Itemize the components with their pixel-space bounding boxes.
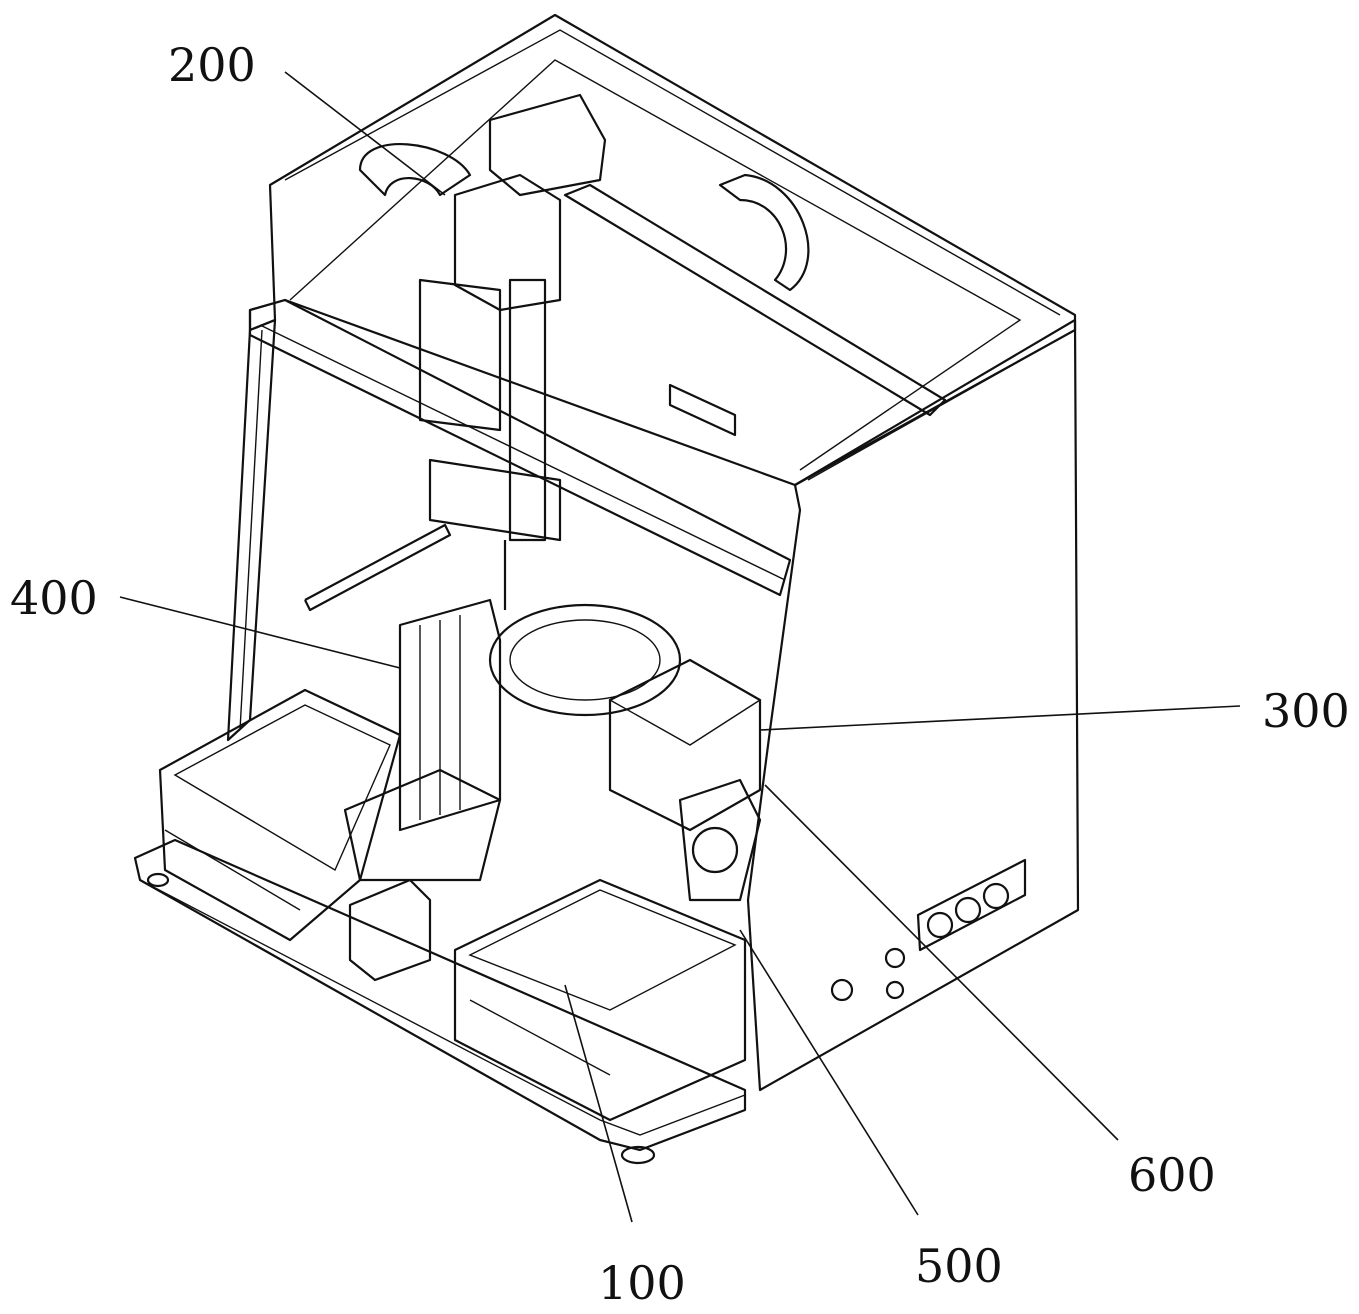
gantry-beam [250, 300, 790, 595]
base-plate-edge [140, 880, 745, 1135]
label-100: 100 [598, 1260, 686, 1306]
module-600-pump [680, 780, 760, 900]
left-upright-edge [240, 330, 262, 730]
left-drawer [160, 690, 400, 940]
top-frame-edge [285, 30, 1060, 315]
top-frame [250, 15, 1075, 485]
label-200: 200 [168, 42, 256, 88]
leader-500 [740, 930, 918, 1215]
label-500: 500 [915, 1243, 1003, 1289]
guide-rod [305, 525, 450, 610]
motor-block [350, 880, 430, 980]
module-400-rack [400, 600, 500, 830]
leader-600 [765, 785, 1118, 1140]
label-400: 400 [10, 575, 98, 621]
base-plate [135, 840, 745, 1150]
linear-rail [565, 185, 945, 415]
foot-left [148, 874, 168, 886]
leader-100 [565, 985, 632, 1222]
module-100-drawer [455, 880, 745, 1120]
module-300-tray [490, 605, 760, 830]
pump-block [345, 770, 500, 880]
leader-400 [120, 597, 400, 668]
label-300: 300 [1262, 688, 1350, 734]
right-side-panel [748, 320, 1078, 1090]
label-600: 600 [1128, 1152, 1216, 1198]
leader-300 [760, 706, 1240, 730]
bracket [670, 385, 735, 435]
